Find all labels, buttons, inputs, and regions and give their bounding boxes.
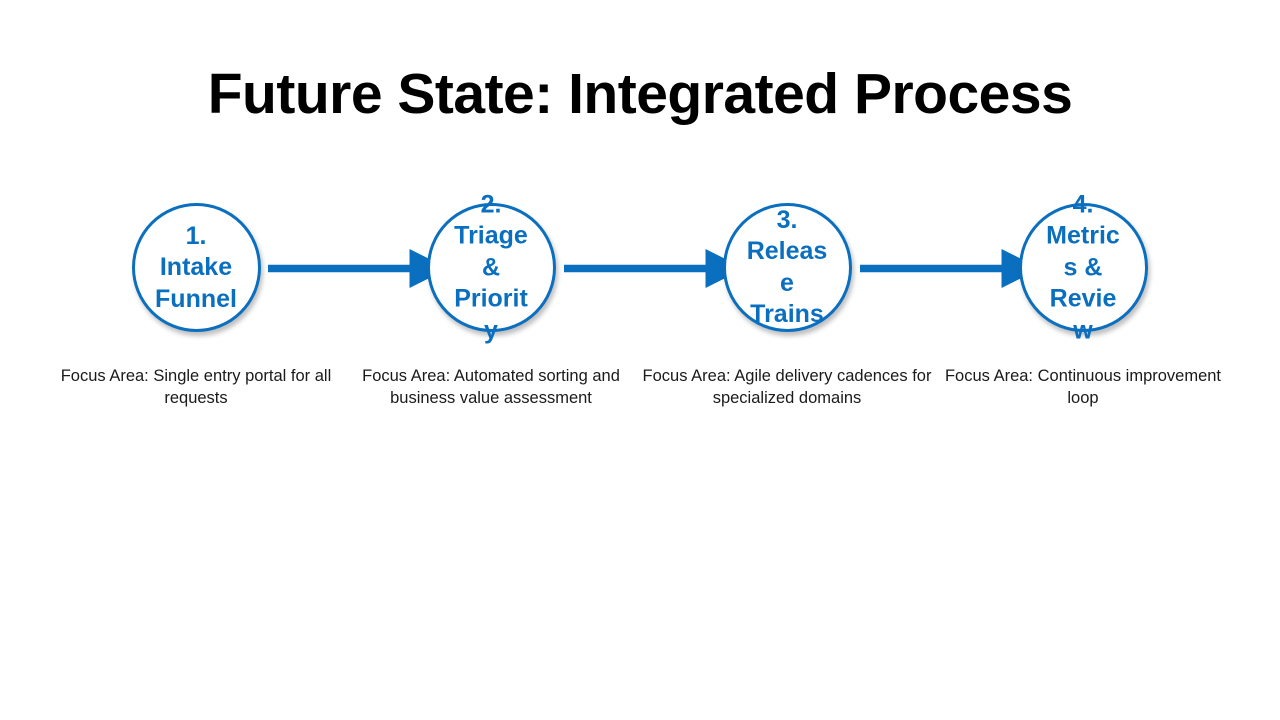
flow-node-circle-1[interactable]: 1. Intake Funnel: [131, 203, 261, 332]
flow-node-label-2: 2. Triage & Priority: [454, 189, 528, 344]
flow-node-circle-4[interactable]: 4. Metrics & Review: [1018, 190, 1148, 344]
flow-node-label-3: 3. Release Trains: [746, 205, 828, 329]
flow-node-label-4: 4. Metrics & Review: [1046, 189, 1120, 344]
flow-node-label-1: 1. Intake Funnel: [155, 221, 237, 313]
flow-step-4[interactable]: 4. Metrics & Review: [935, 190, 1231, 344]
flow-step-caption-4: Focus Area: Continuous improvement loop: [944, 367, 1222, 407]
flow-node-circle-2[interactable]: 2. Triage & Priority: [426, 190, 556, 344]
flow-step-caption-1: Focus Area: Single entry portal for all …: [60, 367, 332, 407]
flow-step-caption-3: Focus Area: Agile delivery cadences for …: [642, 367, 932, 407]
page-title: Future State: Integrated Process: [207, 62, 1073, 126]
flow-node-circle-3[interactable]: 3. Release Trains: [722, 203, 852, 332]
flow-step-caption-2: Focus Area: Automated sorting and busine…: [362, 367, 620, 407]
flow-step-3[interactable]: 3. Release Trains: [639, 203, 935, 332]
flow-step-1[interactable]: 1. Intake Funnel: [48, 203, 344, 332]
flow-step-2[interactable]: 2. Triage & Priority: [343, 190, 639, 344]
